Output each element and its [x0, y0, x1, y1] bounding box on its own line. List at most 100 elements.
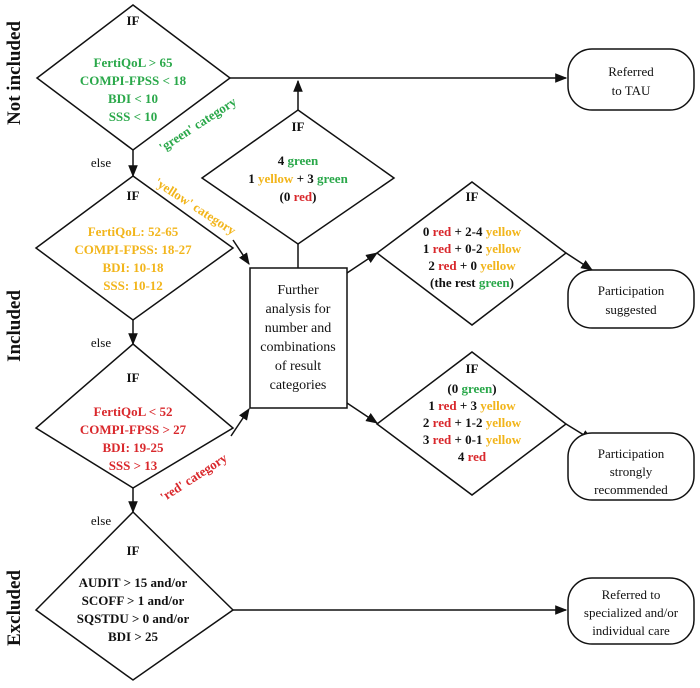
outcome-specialized-line: specialized and/or	[584, 605, 679, 620]
condition-line: SSS > 13	[109, 458, 158, 473]
analysis-line: number and	[265, 321, 331, 336]
combo-suggested-line: 0 red + 2-4 yellow	[423, 224, 522, 239]
combo-segment: yellow	[486, 432, 522, 447]
combo-recommended-line: 4 red	[458, 449, 487, 464]
outcome-tau-line: Referred	[608, 64, 654, 79]
side-label-not-included: Not included	[4, 21, 25, 125]
decision-green	[35, 4, 232, 151]
combo-segment: green	[479, 275, 511, 290]
combo-segment: yellow	[486, 415, 522, 430]
combo-recommended-line: 2 red + 1-2 yellow	[423, 415, 522, 430]
combo-tau-line: (0 red)	[280, 189, 317, 204]
outcome-recommended-line: recommended	[594, 482, 668, 497]
condition-line: SCOFF > 1 and/or	[82, 593, 185, 608]
combo-segment: 1	[428, 398, 438, 413]
combo-segment: )	[312, 189, 316, 204]
combo-segment: red	[433, 241, 452, 256]
if-label-green: IF	[127, 13, 140, 28]
combo-segment: yellow	[258, 171, 294, 186]
analysis-line: of result	[275, 359, 321, 374]
combo-suggested-line: 1 red + 0-2 yellow	[423, 241, 522, 256]
combo-tau-line: 1 yellow + 3 green	[248, 171, 348, 186]
analysis-line: analysis for	[266, 302, 331, 317]
combo-segment: red	[433, 224, 452, 239]
combo-segment: 2	[428, 258, 438, 273]
side-label-included: Included	[4, 290, 25, 362]
outcome-suggested-box	[567, 269, 695, 329]
decision-tau-combo	[200, 109, 396, 245]
combo-segment: + 0-1	[451, 432, 486, 447]
combo-segment: red	[438, 258, 457, 273]
outcome-specialized-box	[567, 577, 695, 645]
analysis-line: Further	[277, 283, 319, 298]
combo-segment: 0	[423, 224, 433, 239]
combo-segment: red	[294, 189, 313, 204]
combo-segment: red	[433, 432, 452, 447]
condition-line: BDI: 10-18	[102, 260, 164, 275]
condition-line: SSS < 10	[109, 109, 158, 124]
else-label-2: else	[91, 335, 111, 350]
if-label-tau-combo: IF	[292, 119, 305, 134]
condition-line: SSS: 10-12	[103, 278, 163, 293]
outcome-specialized-line: individual care	[592, 623, 670, 638]
outcome-recommended-box	[567, 432, 695, 501]
analysis-line: combinations	[260, 340, 335, 355]
combo-segment: 1	[248, 171, 258, 186]
combo-segment: + 0	[457, 258, 481, 273]
combo-segment: yellow	[480, 258, 516, 273]
combo-segment: (the rest	[430, 275, 479, 290]
combo-recommended-line: 1 red + 3 yellow	[428, 398, 516, 413]
combo-segment: + 3	[457, 398, 481, 413]
combo-recommended-line: (0 green)	[447, 381, 496, 396]
decision-red	[34, 343, 235, 489]
combo-segment: yellow	[486, 241, 522, 256]
condition-line: FertiQoL: 52-65	[88, 224, 179, 239]
condition-line: SQSTDU > 0 and/or	[77, 611, 190, 626]
else-label-3: else	[91, 513, 111, 528]
decision-suggested-combo	[375, 181, 568, 326]
if-label-recommended-combo: IF	[466, 361, 479, 376]
combo-segment: + 0-2	[451, 241, 486, 256]
combo-segment: yellow	[480, 398, 516, 413]
decision-recommended-combo	[375, 351, 568, 496]
if-label-excluded: IF	[127, 543, 140, 558]
condition-line: BDI < 10	[108, 91, 158, 106]
condition-line: FertiQoL > 65	[94, 55, 173, 70]
conditions-green: FertiQoL > 65 COMPI-FPSS < 18 BDI < 10 S…	[80, 55, 187, 124]
arrow-analysis-to-suggested-diamond	[346, 252, 378, 274]
connectors	[128, 73, 594, 615]
condition-line: BDI: 19-25	[102, 440, 164, 455]
combo-segment: )	[510, 275, 514, 290]
analysis-box	[249, 267, 348, 409]
combo-segment: )	[492, 381, 496, 396]
decision-excluded	[34, 510, 235, 681]
analysis-text: Further analysis for number and combinat…	[260, 283, 335, 393]
else-label-1: else	[91, 155, 111, 170]
if-label-suggested-combo: IF	[466, 189, 479, 204]
combo-segment: 2	[423, 415, 433, 430]
combo-segment: green	[287, 153, 319, 168]
combo-tau-text: 4 green 1 yellow + 3 green (0 red)	[248, 153, 348, 204]
combo-segment: (0	[280, 189, 294, 204]
outcome-tau-line: to TAU	[612, 83, 651, 98]
combo-tau-line: 4 green	[278, 153, 319, 168]
condition-line: COMPI-FPSS: 18-27	[74, 242, 192, 257]
analysis-line: categories	[270, 378, 327, 393]
combo-suggested-line: 2 red + 0 yellow	[428, 258, 516, 273]
if-label-yellow: IF	[127, 188, 140, 203]
combo-segment: 1	[423, 241, 433, 256]
arrow-yellow-to-analysis	[232, 239, 250, 265]
outcome-recommended-line: strongly	[610, 464, 653, 479]
outcome-specialized-line: Referred to	[602, 587, 661, 602]
combo-segment: 4	[278, 153, 288, 168]
arrow-analysis-to-recommended-diamond	[346, 402, 378, 424]
combo-segment: red	[438, 398, 457, 413]
condition-line: AUDIT > 15 and/or	[79, 575, 188, 590]
conditions-yellow: FertiQoL: 52-65 COMPI-FPSS: 18-27 BDI: 1…	[74, 224, 192, 293]
outcome-suggested-line: Participation	[598, 283, 665, 298]
outcome-recommended-line: Participation	[598, 446, 665, 461]
